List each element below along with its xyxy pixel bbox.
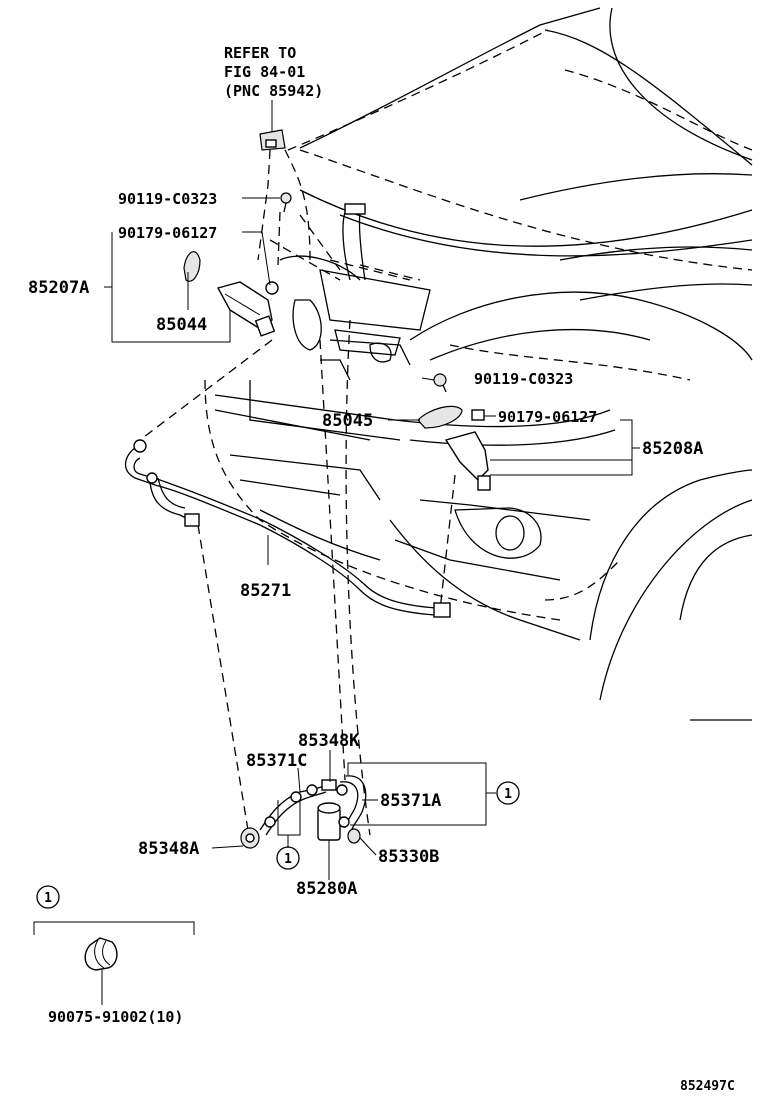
label-85045: 85045 bbox=[322, 411, 373, 431]
legend-clip: 1 90075-91002(10) bbox=[33, 885, 195, 1026]
hose-end-right-icon bbox=[433, 602, 451, 618]
label-hose-main: 85271 bbox=[240, 581, 291, 601]
refer-note-line3: (PNC 85942) bbox=[224, 82, 323, 100]
vehicle-outline bbox=[204, 7, 753, 721]
leader-lines bbox=[104, 197, 640, 880]
part-labels: 90119-C0323 90179-06127 85207A 85044 850… bbox=[28, 190, 703, 899]
label-85348k: 85348K bbox=[298, 731, 360, 751]
label-assy-left: 85207A bbox=[28, 278, 89, 298]
washer-hose-85271 bbox=[124, 439, 451, 618]
cap-85044-icon bbox=[183, 251, 201, 282]
label-nut-upper: 90179-06127 bbox=[118, 224, 217, 242]
hose-end-left-icon bbox=[184, 513, 200, 527]
label-clip: 90075-91002(10) bbox=[48, 1008, 183, 1026]
label-assy-right: 85208A bbox=[642, 439, 703, 459]
washer-tank bbox=[319, 203, 431, 363]
right-washer-assembly bbox=[417, 373, 491, 491]
label-screw-upper: 90119-C0323 bbox=[118, 190, 217, 208]
label-screw-right: 90119-C0323 bbox=[474, 370, 573, 388]
label-nut-right: 90179-06127 bbox=[498, 408, 597, 426]
label-85280a: 85280A bbox=[296, 879, 357, 899]
figure-code: 852497C bbox=[680, 1079, 735, 1094]
clip-icon bbox=[84, 937, 118, 971]
refer-note-line1: REFER TO bbox=[224, 44, 296, 62]
grommet-85330b-icon bbox=[347, 828, 361, 844]
callout-ref-b-text: 1 bbox=[284, 852, 292, 867]
nut-right-icon bbox=[471, 409, 485, 421]
connector-top-icon bbox=[259, 129, 286, 151]
hose-joint-top-icon bbox=[133, 439, 147, 453]
legend-callout-text: 1 bbox=[44, 891, 52, 906]
screw-upper-icon bbox=[280, 192, 292, 204]
label-85371c: 85371C bbox=[246, 751, 307, 771]
cap-85045-icon bbox=[417, 405, 463, 429]
pump-section bbox=[240, 775, 367, 849]
assembly-dashed-lines bbox=[139, 149, 456, 836]
nozzle-right-icon bbox=[444, 431, 489, 481]
callout-ref-b: 1 bbox=[276, 846, 300, 870]
refer-note: REFER TO FIG 84-01 (PNC 85942) bbox=[224, 44, 323, 132]
screw-right-icon bbox=[433, 373, 447, 387]
label-85348a: 85348A bbox=[138, 839, 199, 859]
joint-85348k-icon bbox=[321, 779, 337, 791]
label-85044: 85044 bbox=[156, 315, 207, 335]
refer-note-line2: FIG 84-01 bbox=[224, 63, 305, 81]
label-85371a: 85371A bbox=[380, 791, 441, 811]
hose-joint-mid-icon bbox=[146, 472, 158, 484]
label-85330b: 85330B bbox=[378, 847, 439, 867]
callout-ref-a-text: 1 bbox=[504, 787, 512, 802]
callout-ref-a: 1 bbox=[496, 781, 520, 805]
